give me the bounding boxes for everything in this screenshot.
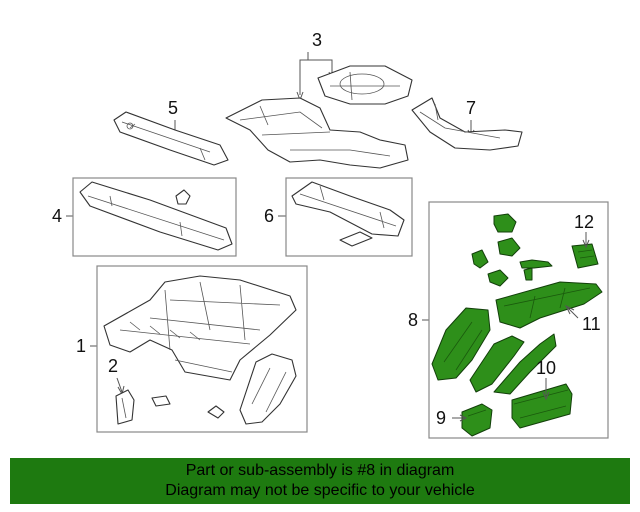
part-rear-rail-small bbox=[239, 353, 297, 425]
leader-11 bbox=[564, 304, 579, 319]
box-8 bbox=[428, 201, 609, 439]
box-4 bbox=[72, 177, 237, 257]
part-1-floor-assembly bbox=[103, 275, 297, 381]
part-8-green-assembly bbox=[431, 213, 603, 437]
leader-12 bbox=[582, 232, 590, 249]
callout-7: 7 bbox=[466, 98, 476, 118]
part-3-rear-floor-pan bbox=[225, 65, 413, 169]
part-clip bbox=[207, 405, 225, 419]
leader-9 bbox=[452, 414, 468, 422]
callout-2: 2 bbox=[108, 356, 118, 376]
callout-9: 9 bbox=[436, 408, 446, 428]
banner-line-2: Diagram may not be specific to your vehi… bbox=[165, 482, 475, 499]
callout-4: 4 bbox=[52, 206, 62, 226]
box-6 bbox=[285, 177, 413, 257]
box-1 bbox=[96, 265, 308, 433]
part-4-crossmember bbox=[79, 181, 233, 251]
callout-3: 3 bbox=[312, 30, 322, 50]
leader-3 bbox=[299, 52, 333, 95]
info-banner: Part or sub-assembly is #8 in diagram Di… bbox=[10, 458, 630, 504]
banner-line-1: Part or sub-assembly is #8 in diagram bbox=[185, 462, 455, 479]
leader-10 bbox=[542, 378, 550, 401]
part-7-bracket bbox=[411, 97, 523, 151]
part-5-rail bbox=[113, 111, 229, 166]
parts-diagram: 3 5 7 4 6 1 bbox=[52, 30, 609, 439]
part-6-rail-rear bbox=[291, 181, 405, 247]
callout-12: 12 bbox=[574, 212, 594, 232]
part-2-bracket bbox=[115, 389, 135, 425]
callout-6: 6 bbox=[264, 206, 274, 226]
callout-11: 11 bbox=[582, 314, 601, 334]
part-pad bbox=[151, 395, 171, 407]
callout-8: 8 bbox=[408, 310, 418, 330]
callout-1: 1 bbox=[76, 336, 86, 356]
callout-5: 5 bbox=[168, 98, 178, 118]
callout-10: 10 bbox=[536, 358, 556, 378]
leader-2 bbox=[116, 377, 125, 396]
